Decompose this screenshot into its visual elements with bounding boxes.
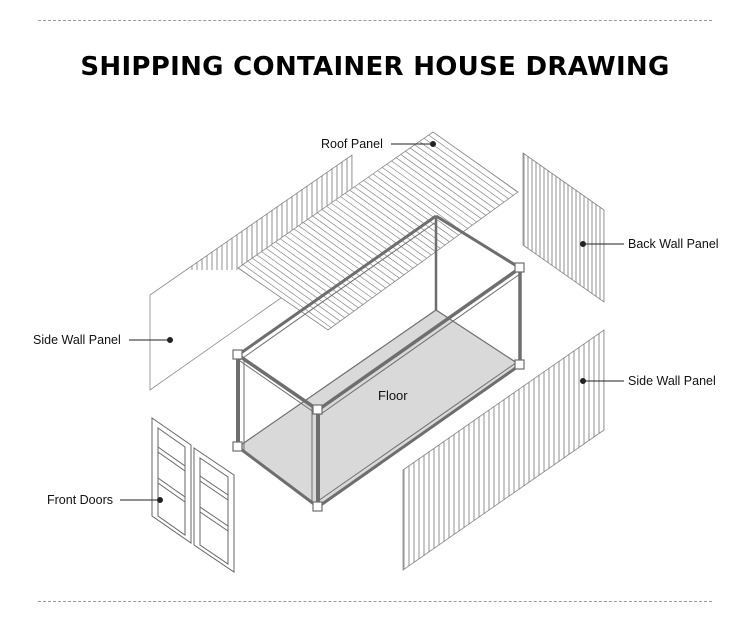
side-wall-left-dot (167, 337, 173, 343)
page-title: SHIPPING CONTAINER HOUSE DRAWING (80, 52, 670, 82)
front-doors-dot (157, 497, 163, 503)
roof-panel-label: Roof Panel (321, 137, 383, 151)
side-wall-right-dot (580, 378, 586, 384)
back-wall-panel-label: Back Wall Panel (628, 237, 719, 251)
front-doors (151, 417, 235, 573)
top-divider (38, 20, 712, 21)
bottom-divider (38, 601, 712, 602)
floor-label: Floor (378, 388, 408, 403)
side-wall-panel-left-label: Side Wall Panel (33, 333, 121, 347)
container-frame (232, 214, 525, 512)
back-wall-panel-dot (580, 241, 586, 247)
front-doors-label: Front Doors (47, 493, 113, 507)
roof-panel (237, 131, 519, 331)
roof-panel-dot (430, 141, 436, 147)
side-wall-panel-right-label: Side Wall Panel (628, 374, 716, 388)
back-wall-panel (522, 152, 605, 303)
leader-lines (120, 141, 624, 503)
